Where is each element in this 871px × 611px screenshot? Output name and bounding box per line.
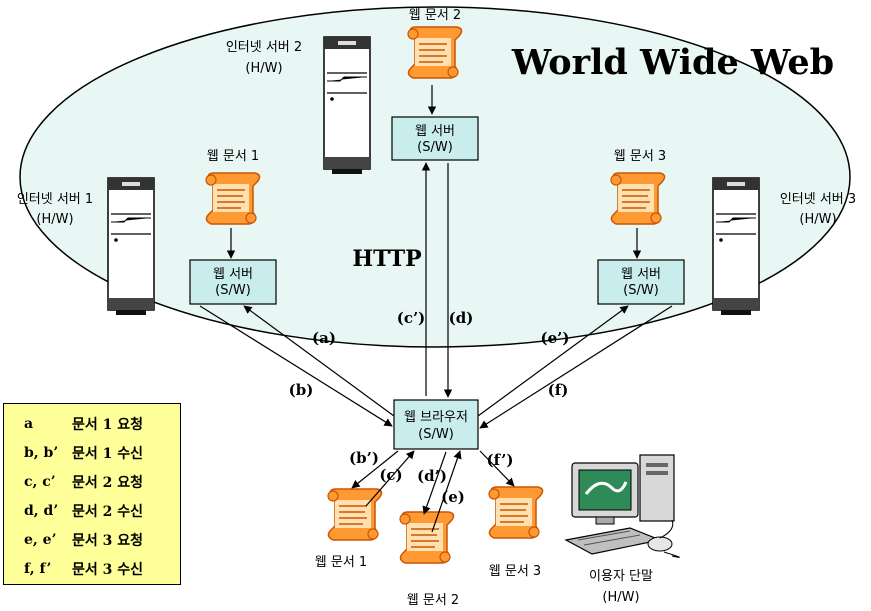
web-doc-1-server-icon [205,172,261,225]
label-d-prime: (d’) [417,467,447,485]
legend-row: f, f’ 문서 3 수신 [24,558,143,580]
web-server-2-type: (S/W) [417,140,453,155]
legend-key: d, d’ [24,503,59,519]
label-c: (c) [379,466,402,484]
legend-row: e, e’ 문서 3 요청 [24,529,143,551]
label-f-prime: (f’) [487,451,514,469]
protocol-label: HTTP [352,246,421,272]
web-server-2-name: 웹 서버 [415,124,455,139]
arrow-e-prime [477,305,629,417]
terminal-type: (H/W) [602,590,639,605]
arrow-b-prime [351,450,399,489]
label-a: (a) [312,329,336,347]
web-server-3-box [597,259,685,305]
web-doc-3-server-icon [610,172,666,225]
legend-row: c, c’ 문서 2 요청 [24,471,143,493]
web-doc-3-local-icon [488,486,544,539]
legend-row: a 문서 1 요청 [24,413,143,435]
arrow-b [199,305,393,427]
region-title: World Wide Web [511,42,834,83]
web-doc-1-server-label: 웹 문서 1 [207,149,259,164]
arrow-f [479,305,673,429]
server-1-name: 인터넷 서버 1 [17,192,93,207]
legend-row: b, b’ 문서 1 수신 [24,442,143,464]
web-server-3-name: 웹 서버 [621,267,661,282]
legend-box: a 문서 1 요청 b, b’ 문서 1 수신 c, c’ 문서 2 요청 d,… [3,403,181,585]
server-2-name: 인터넷 서버 2 [226,40,302,55]
legend-key: f, f’ [24,561,52,577]
web-doc-2-server-label: 웹 문서 2 [409,8,461,23]
web-server-1-type: (S/W) [215,283,251,298]
terminal-name: 이용자 단말 [589,569,653,584]
server-3-type: (H/W) [799,212,836,227]
legend-row: d, d’ 문서 2 수신 [24,500,143,522]
legend-key: e, e’ [24,532,57,548]
label-b-prime: (b’) [349,449,379,467]
web-doc-2-local-icon [399,511,455,564]
label-e-prime: (e’) [541,329,570,347]
arrow-a [243,305,395,417]
arrow-c [365,450,415,507]
legend-key: a [24,416,34,432]
legend-text: 문서 1 수신 [72,446,144,462]
server-2-type: (H/W) [245,61,282,76]
web-doc-2-local-label: 웹 문서 2 [407,593,459,608]
arrow-f-prime [479,450,515,487]
browser-box [393,399,479,450]
legend-text: 문서 3 수신 [72,562,144,578]
legend-text: 문서 1 요청 [72,417,144,433]
label-f: (f) [548,381,569,399]
arrow-d-prime [422,451,447,515]
legend-text: 문서 2 수신 [72,504,144,520]
web-doc-1-local-label: 웹 문서 1 [315,555,367,570]
web-doc-3-local-label: 웹 문서 3 [489,564,541,579]
server-2-icon [323,36,371,175]
server-3-name: 인터넷 서버 3 [780,192,856,207]
user-terminal-icon [564,454,680,558]
legend-text: 문서 3 요청 [72,533,144,549]
web-server-1-name: 웹 서버 [213,267,253,282]
browser-type: (S/W) [418,427,454,442]
web-doc-2-server-icon [407,26,463,79]
label-b: (b) [289,381,314,399]
web-doc-3-server-label: 웹 문서 3 [614,149,666,164]
label-d: (d) [449,309,474,327]
arrow-e [431,450,462,533]
server-3-icon [712,177,760,316]
legend-text: 문서 2 요청 [72,475,144,491]
server-1-icon [107,177,155,316]
web-server-3-type: (S/W) [623,283,659,298]
browser-name: 웹 브라우저 [404,410,468,425]
server-1-type: (H/W) [36,212,73,227]
legend-key: c, c’ [24,474,56,490]
legend-key: b, b’ [24,445,59,461]
label-e: (e) [441,488,465,506]
web-server-1-box [189,259,277,305]
label-c-prime: (c’) [397,309,426,327]
web-server-2-box [391,116,479,161]
